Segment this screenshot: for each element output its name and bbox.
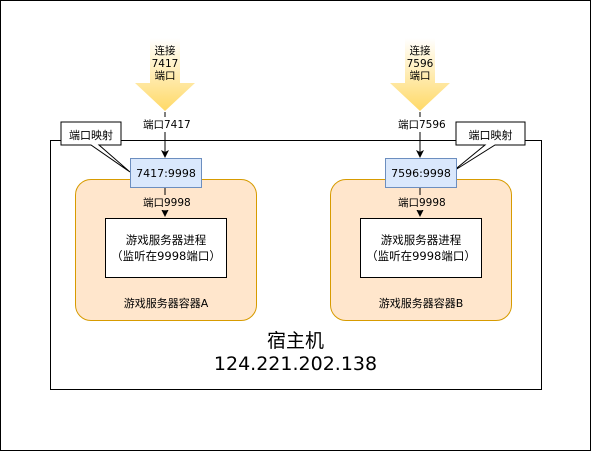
arrow-left-label: 连接 7417 端口 — [145, 45, 185, 83]
right-container-port-label: 端口9998 — [398, 195, 446, 210]
process-b-line2: （监听在9998端口） — [366, 249, 476, 263]
left-container-port-label: 端口9998 — [143, 195, 191, 210]
callout-right-text: 端口映射 — [468, 129, 513, 142]
arrow-left-line2: 7417 — [151, 57, 179, 70]
mapping-box-left: 7417:9998 — [130, 158, 202, 188]
mapping-box-right: 7596:9998 — [385, 158, 457, 188]
arrow-right-line3: 端口 — [409, 70, 431, 82]
left-host-port-label: 端口7417 — [143, 117, 191, 132]
arrow-left-line1: 连接 — [154, 45, 176, 57]
arrow-right-label: 连接 7596 端口 — [400, 45, 440, 83]
process-box-b: 游戏服务器进程 （监听在9998端口） — [360, 218, 482, 278]
arrow-right-line2: 7596 — [406, 57, 434, 70]
callout-left-text: 端口映射 — [69, 129, 113, 142]
arrow-left-line3: 端口 — [154, 70, 176, 82]
mapping-right-text: 7596:9998 — [391, 166, 451, 180]
callout-right-shape — [451, 121, 526, 173]
arrow-left — [135, 38, 195, 111]
host-title: 宿主机 — [266, 330, 324, 352]
mapping-left-text: 7417:9998 — [136, 166, 196, 180]
process-a-line1: 游戏服务器进程 — [125, 233, 207, 247]
process-a-line2: （监听在9998端口） — [111, 249, 221, 263]
host-ip: 124.221.202.138 — [213, 353, 378, 375]
callout-left-shape — [60, 121, 131, 173]
process-box-a: 游戏服务器进程 （监听在9998端口） — [105, 218, 227, 278]
arrow-right-line1: 连接 — [409, 45, 431, 57]
right-host-port-label: 端口7596 — [398, 117, 446, 132]
container-b-label: 游戏服务器容器B — [378, 297, 464, 310]
container-a-label: 游戏服务器容器A — [123, 297, 209, 310]
process-b-line1: 游戏服务器进程 — [380, 233, 462, 247]
arrow-right — [390, 38, 450, 111]
